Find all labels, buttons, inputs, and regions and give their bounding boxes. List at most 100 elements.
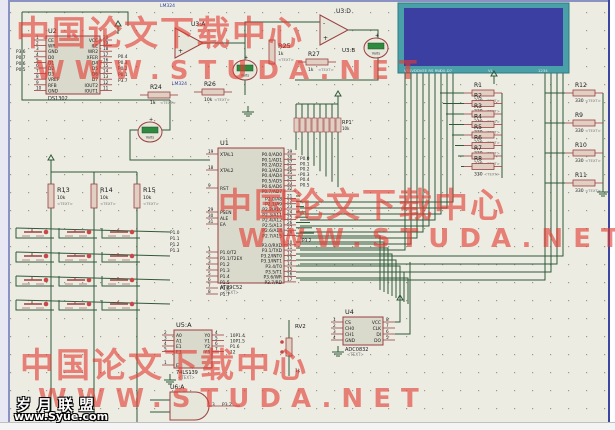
pin-name: P2.2/A10: [262, 207, 282, 213]
and-gate-body[interactable]: [169, 391, 210, 421]
opamp-u3a[interactable]: -+U3:A: [174, 21, 206, 59]
pin-name: E: [176, 363, 179, 369]
keypad-button[interactable]: [22, 301, 49, 309]
keypad-button[interactable]: [108, 277, 135, 285]
pin-name: IOUT1: [85, 88, 99, 94]
u1-microcontroller[interactable]: U1AT89C52<TEXT>19XTAL118XTAL29RST29PSEN3…: [206, 139, 296, 298]
resistor-body[interactable]: [572, 119, 596, 127]
resistor-body[interactable]: [572, 149, 596, 157]
resistor-ref: R10: [575, 142, 587, 149]
pin-name: P0.3/AD3: [262, 168, 282, 174]
u1-microcontroller-body[interactable]: [217, 147, 285, 284]
opamp-label: LM324: [172, 81, 187, 87]
voltmeter-2[interactable]: Volts+: [363, 33, 389, 59]
pin-name: P1.0/T2: [220, 250, 237, 256]
keypad-button[interactable]: [65, 229, 92, 237]
pin-number: 3: [212, 402, 215, 408]
resistor-body[interactable]: [572, 179, 596, 187]
net-label: P0.1: [300, 161, 310, 167]
opamp-body[interactable]: [174, 27, 205, 59]
keypad-button[interactable]: [65, 277, 92, 285]
u2-power: [114, 20, 122, 34]
pin-name: P3.5/T1: [265, 269, 282, 275]
resistor-value: 1k: [150, 100, 156, 106]
pin-name: D3: [48, 72, 54, 78]
keypad-button[interactable]: [65, 253, 92, 261]
resistor-text: <TEXT>: [585, 158, 601, 163]
lcd-data-wire: [300, 73, 424, 233]
pin-name: P0.0/AD0: [262, 152, 282, 158]
resistor-pack-element: [293, 117, 300, 133]
keypad-button[interactable]: [108, 229, 135, 237]
resistor-body[interactable]: [90, 183, 98, 209]
resistor-text: <TEXT>: [214, 97, 230, 102]
resistor-ref: R24: [150, 84, 162, 91]
net-label: P0.5: [300, 183, 310, 189]
keypad-button[interactable]: [22, 277, 49, 285]
pin-name: CH0: [345, 326, 354, 332]
keypad-button[interactable]: [108, 253, 135, 261]
keypad-button[interactable]: [22, 253, 49, 261]
keypad-button[interactable]: [22, 229, 49, 237]
pin-name: DO: [374, 338, 381, 344]
pin-name: RST: [220, 186, 229, 192]
resistor-body[interactable]: [305, 58, 329, 66]
ground-vm1: [242, 106, 254, 117]
opamp-body[interactable]: [319, 14, 350, 46]
resistor-pack-element: [299, 117, 306, 133]
pin-number: 38: [287, 154, 293, 159]
button-terminal-dot: [43, 277, 49, 283]
voltmeter-1[interactable]: Volts+: [232, 55, 258, 81]
resistor-body[interactable]: [47, 183, 55, 209]
u2-dac[interactable]: U2DS13021CE2WR3GND4D05D16D27D38VREF9RFB1…: [34, 27, 112, 102]
resistor-body[interactable]: [147, 91, 171, 99]
keypad-button[interactable]: [65, 301, 92, 309]
keypad-button[interactable]: [108, 301, 135, 309]
resistor-ref: R13: [57, 186, 70, 194]
u4-adc-body[interactable]: [342, 316, 384, 346]
resistor-body[interactable]: [268, 39, 276, 65]
lcd-screen[interactable]: [404, 8, 563, 66]
pin-number: 11: [103, 85, 109, 90]
voltmeter-plus: +: [149, 117, 153, 123]
pin-name: P3.0/RXD: [261, 243, 282, 249]
resistor-body[interactable]: [572, 89, 596, 97]
resistor-body[interactable]: [201, 88, 225, 96]
resistor-ref: R7: [474, 145, 482, 152]
u2-dac-body[interactable]: [45, 35, 101, 95]
pin-number: 2: [36, 41, 39, 46]
resistor-body[interactable]: [471, 163, 495, 170]
u5a-decoder-body[interactable]: [173, 329, 213, 369]
voltmeter-3[interactable]: Volts+: [137, 117, 163, 143]
resistor-body[interactable]: [133, 183, 141, 209]
potentiometer-body[interactable]: [285, 337, 293, 357]
resistor-ref: R12: [575, 82, 587, 89]
u1-p3-wire: [296, 247, 389, 294]
opamp-u3d[interactable]: -+U3:D: [319, 8, 351, 46]
pin-number: 30: [208, 213, 214, 218]
pin-name: D7: [92, 77, 98, 83]
pin-number: 37: [287, 160, 293, 165]
pin-name: P2.5/A13: [262, 223, 282, 229]
brand-watermark-url: www.Syue.com: [14, 410, 109, 423]
keypad-row-wire: [15, 299, 171, 305]
